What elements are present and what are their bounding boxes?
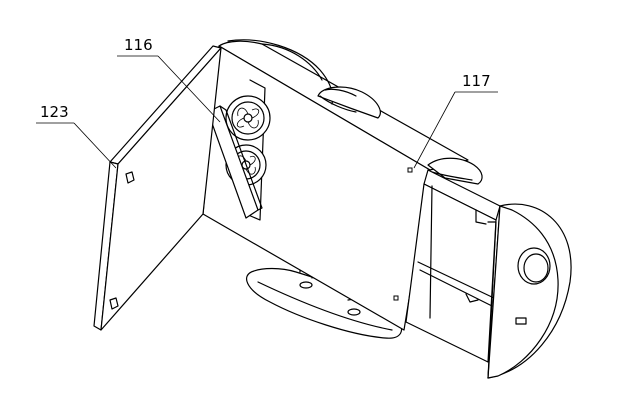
label-123: 123 bbox=[40, 103, 69, 121]
label-116: 116 bbox=[124, 36, 153, 54]
door-panel-123 bbox=[93, 45, 222, 331]
top-roller bbox=[317, 86, 381, 119]
leader-lines bbox=[36, 55, 498, 169]
drawer-assembly bbox=[405, 169, 572, 379]
right-roller bbox=[427, 157, 483, 185]
marker-lower bbox=[393, 295, 399, 301]
marker-117 bbox=[407, 167, 413, 173]
wedge-bracket-116 bbox=[207, 105, 263, 219]
label-117: 117 bbox=[462, 72, 491, 90]
